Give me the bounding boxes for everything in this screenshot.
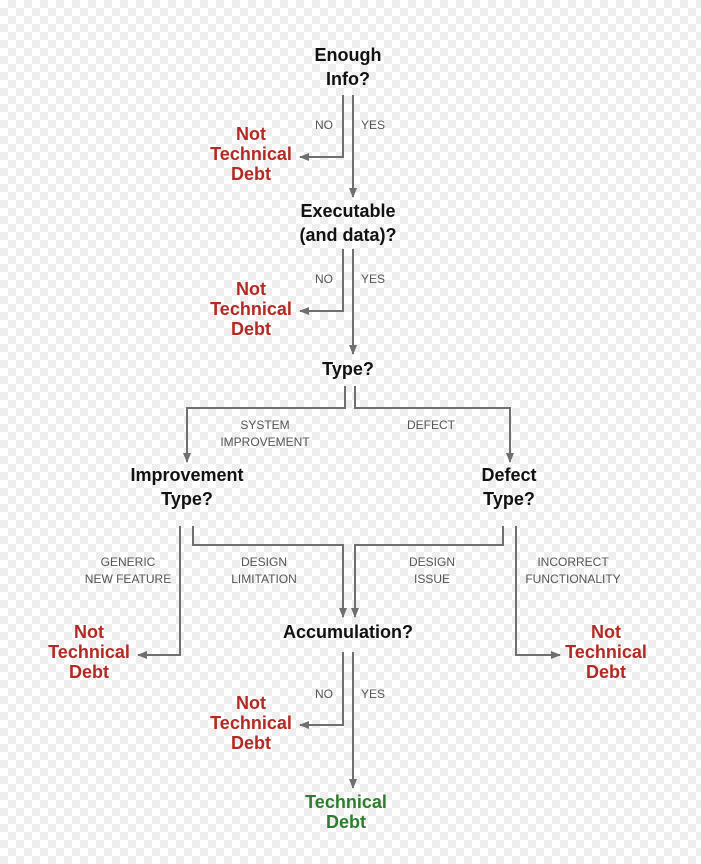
edge-accum-no	[299, 652, 344, 729]
edge-design-issue	[351, 526, 504, 618]
edge-info-no	[299, 95, 344, 161]
node-improvement-type: Improvement Type?	[130, 465, 244, 509]
label-defect: DEFECT	[407, 418, 455, 432]
label-yes: YES	[360, 687, 386, 701]
edge-type-system-improvement	[183, 386, 346, 463]
outcome-technical-debt: Technical Debt	[305, 792, 387, 832]
label-yes: YES	[360, 272, 386, 286]
edge-generic-new-feature	[137, 526, 181, 659]
node-executable: Executable (and data)?	[299, 201, 397, 245]
edge-type-defect	[354, 386, 514, 463]
node-type: Type?	[322, 359, 374, 379]
edge-exec-no	[299, 249, 344, 315]
label-no: NO	[315, 118, 333, 132]
node-defect-type: Defect Type?	[481, 465, 537, 509]
label-no: NO	[315, 272, 333, 286]
edge-design-limitation	[192, 526, 347, 618]
label-no: NO	[315, 687, 333, 701]
node-enough-info: Enough Info?	[314, 45, 382, 89]
edge-incorrect-functionality	[515, 526, 561, 659]
label-yes: YES	[360, 118, 386, 132]
node-accumulation: Accumulation?	[282, 622, 414, 642]
